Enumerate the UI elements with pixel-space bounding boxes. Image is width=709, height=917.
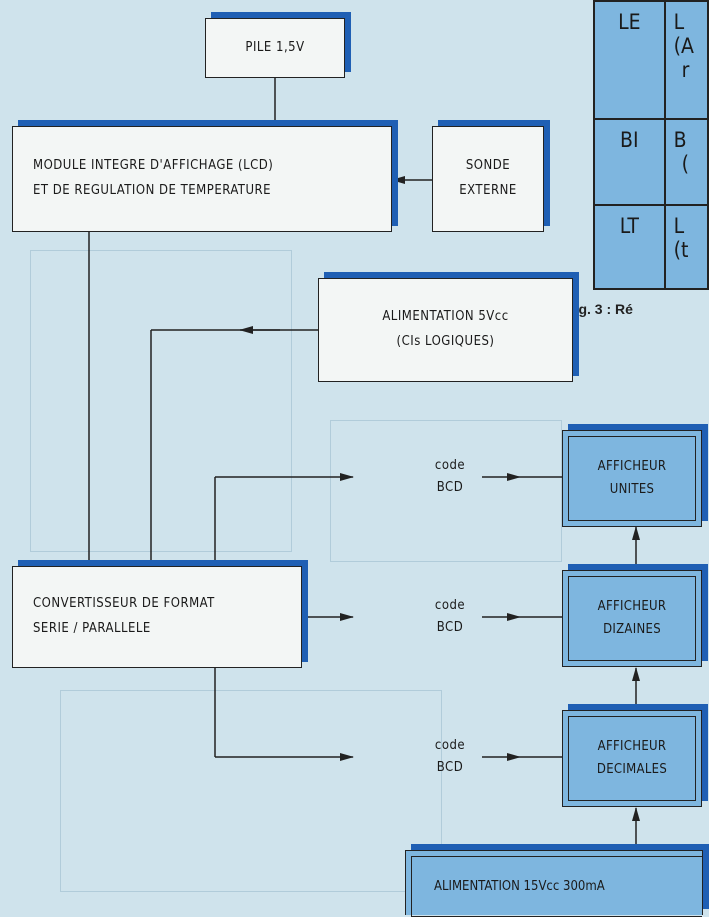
display-line2: DECIMALES (596, 761, 668, 777)
alim5-line2: (CIs LOGIQUES) (396, 334, 495, 349)
ref-val-extra: ( (681, 152, 689, 176)
ref-val-extra: (A (673, 34, 694, 58)
figure-caption: Fig. 3 : Ré (566, 301, 633, 317)
bcd-text: BCD (436, 480, 464, 495)
code-bcd-label: code BCD (420, 595, 480, 639)
ref-val-extra: r (681, 58, 690, 82)
ref-val-text: B (673, 128, 687, 152)
display-line1: AFFICHEUR (597, 599, 667, 615)
converter-line1: CONVERTISSEUR DE FORMAT (33, 596, 215, 612)
display-unites: AFFICHEUR UNITES (562, 430, 702, 527)
pile-label: PILE 1,5V (245, 39, 305, 55)
code-bcd-label: code BCD (420, 455, 480, 499)
pile-box: PILE 1,5V (205, 18, 345, 78)
display-decimales: AFFICHEUR DECIMALES (562, 710, 702, 807)
ref-val-text: L (673, 10, 685, 34)
sonde-line1: SONDE (465, 158, 511, 174)
bcd-text: BCD (436, 760, 464, 775)
display-inner: AFFICHEUR DECIMALES (568, 716, 696, 801)
background-trace (330, 420, 562, 562)
module-line1: MODULE INTEGRE D'AFFICHAGE (LCD) (33, 158, 274, 174)
sonde-line2: EXTERNE (459, 183, 517, 198)
ref-val-text: L (673, 214, 685, 238)
converter-box: CONVERTISSEUR DE FORMAT SERIE / PARALLEL… (12, 566, 302, 668)
bcd-text: BCD (436, 620, 464, 635)
alim5-box: ALIMENTATION 5Vcc (CIs LOGIQUES) (318, 278, 573, 382)
ref-key-bi: BI (593, 118, 666, 206)
alim5-line1: ALIMENTATION 5Vcc (382, 309, 509, 325)
ref-val-le: L (A r (663, 0, 709, 120)
alim15-label: ALIMENTATION 15Vcc 300mA (434, 879, 605, 894)
display-dizaines: AFFICHEUR DIZAINES (562, 570, 702, 667)
ref-key-lt: LT (593, 204, 666, 290)
display-inner: AFFICHEUR DIZAINES (568, 576, 696, 661)
alim15-box: ALIMENTATION 15Vcc 300mA (405, 850, 703, 917)
code-bcd-label: code BCD (420, 735, 480, 779)
module-line2: ET DE REGULATION DE TEMPERATURE (33, 183, 272, 198)
alim15-inner: ALIMENTATION 15Vcc 300mA (411, 856, 702, 917)
code-text: code (434, 738, 466, 753)
display-line1: AFFICHEUR (597, 739, 667, 755)
display-inner: AFFICHEUR UNITES (568, 436, 696, 521)
converter-line2: SERIE / PARALLELE (33, 621, 151, 636)
ref-val-extra: (t (673, 238, 689, 262)
reference-table: LE L (A r BI B ( LT L (t (593, 0, 709, 290)
display-line2: DIZAINES (603, 621, 661, 637)
display-line2: UNITES (609, 481, 655, 497)
background-trace (30, 250, 292, 552)
module-box: MODULE INTEGRE D'AFFICHAGE (LCD) ET DE R… (12, 126, 392, 232)
sonde-box: SONDE EXTERNE (432, 126, 544, 232)
code-text: code (434, 458, 466, 473)
display-line1: AFFICHEUR (597, 459, 667, 475)
ref-val-lt: L (t (663, 204, 709, 290)
ref-key-le: LE (593, 0, 666, 120)
code-text: code (434, 598, 466, 613)
ref-val-bi: B ( (663, 118, 709, 206)
background-trace (60, 690, 442, 892)
